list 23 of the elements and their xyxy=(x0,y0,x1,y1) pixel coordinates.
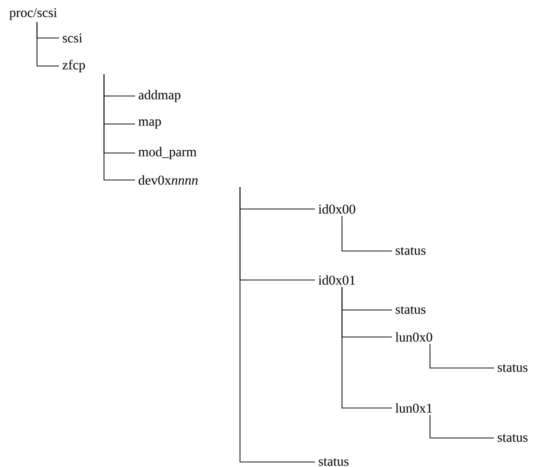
tree-label: status xyxy=(498,364,528,372)
tree-label: status xyxy=(396,247,426,255)
tree-connector xyxy=(342,286,392,408)
tree-connector xyxy=(240,186,316,462)
tree-connector xyxy=(104,74,136,180)
tree-label: status xyxy=(318,458,348,466)
tree-label: mod_parm xyxy=(138,146,196,160)
tree-label: id0x00 xyxy=(318,204,356,214)
tree-label: zfcp xyxy=(62,60,85,72)
tree-label: scsi xyxy=(62,33,82,43)
tree-label: lun0x1 xyxy=(395,403,432,413)
tree-label: id0x01 xyxy=(318,275,355,285)
tree-connector xyxy=(430,344,494,368)
tree-label: status xyxy=(498,434,528,442)
tree-label: map xyxy=(138,119,161,129)
tree-label: lun0x0 xyxy=(395,332,432,342)
tree-label: dev0xnnnn xyxy=(138,175,198,185)
tree-connector xyxy=(342,216,392,252)
tree-label: addmap xyxy=(138,90,180,102)
tree-label: proc/scsi xyxy=(9,8,57,20)
tree-label: status xyxy=(396,306,426,314)
tree-connector xyxy=(36,22,60,66)
tree-connector xyxy=(430,414,494,438)
